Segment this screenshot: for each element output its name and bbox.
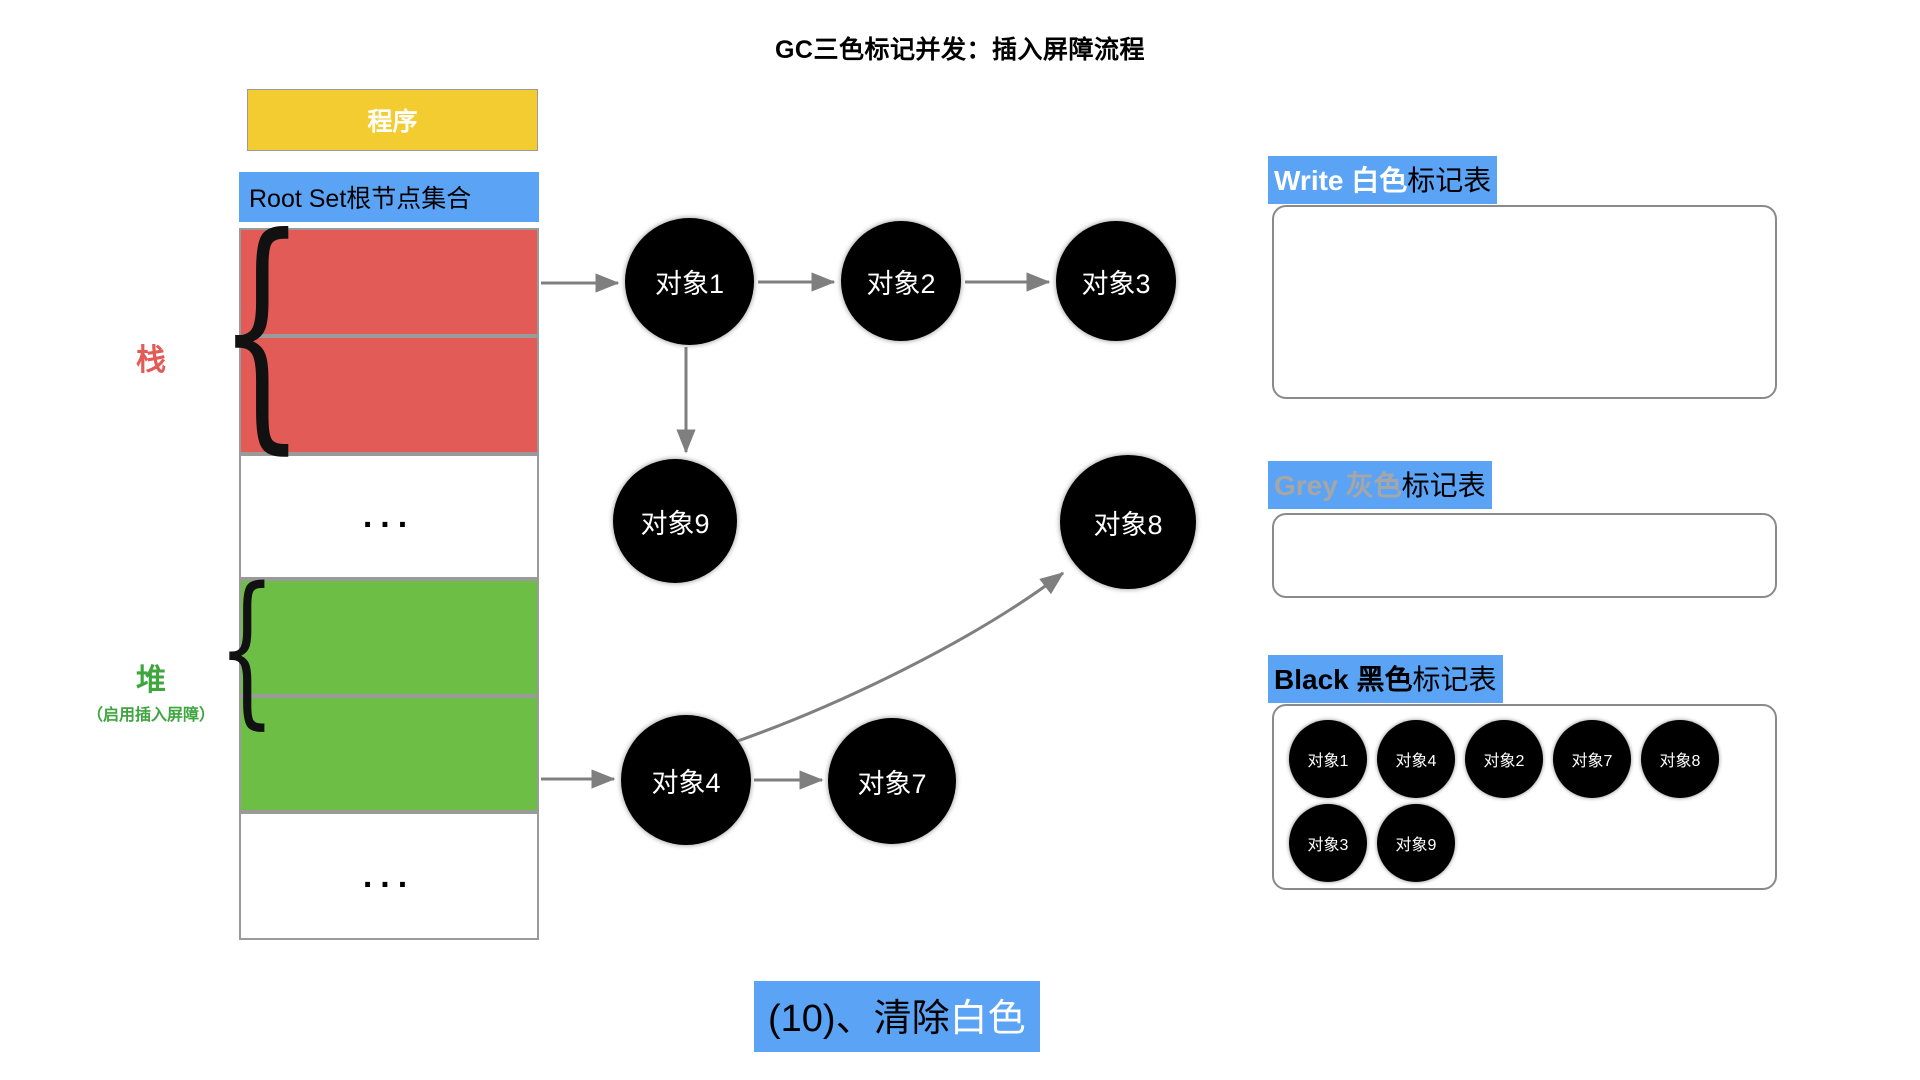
node-obj9[interactable]: 对象9 (613, 459, 737, 583)
node-obj4[interactable]: 对象4 (621, 715, 751, 845)
heap-cell-0 (239, 579, 539, 696)
white-table-box (1272, 205, 1777, 399)
white-table-title-en: Write (1274, 165, 1344, 196)
edge-obj4-to-obj8 (734, 571, 1065, 744)
grey-table-title-suffix: 标记表 (1401, 470, 1486, 501)
white-table-title-color: 白色 (1343, 165, 1408, 196)
page-title: GC三色标记并发：插入屏障流程 (774, 36, 1145, 64)
black-table-title: Black 黑色标记表 (1268, 655, 1503, 703)
heap-label-text: 堆 (136, 664, 166, 697)
black-table-title-color: 黑色 (1348, 664, 1413, 695)
grey-table-title-en: Grey (1274, 470, 1338, 501)
black-table-title-en: Black (1274, 664, 1349, 695)
step-caption-prefix: (10)、清除 (768, 998, 950, 1040)
heap-cell-ellipsis: ... (239, 812, 539, 940)
node-obj7[interactable]: 对象7 (828, 718, 956, 844)
black-table-chip[interactable]: 对象3 (1289, 804, 1367, 882)
heap-sublabel-text: （启用插入屏障） (86, 707, 215, 724)
heap-brace: { (218, 552, 276, 744)
black-table-title-suffix: 标记表 (1412, 664, 1497, 695)
black-table-chip[interactable]: 对象2 (1465, 720, 1543, 798)
step-caption: (10)、清除白色 (754, 981, 1040, 1052)
stack-brace: { (218, 184, 306, 475)
node-obj1[interactable]: 对象1 (625, 218, 754, 345)
grey-table-title: Grey 灰色标记表 (1268, 461, 1492, 509)
grey-table-box (1272, 513, 1777, 598)
node-obj2[interactable]: 对象2 (841, 221, 961, 341)
node-obj8[interactable]: 对象8 (1060, 455, 1196, 589)
black-table-chip[interactable]: 对象7 (1553, 720, 1631, 798)
black-table-chip[interactable]: 对象8 (1641, 720, 1719, 798)
root-set-bar: Root Set根节点集合 (239, 172, 539, 222)
black-table-chip[interactable]: 对象9 (1377, 804, 1455, 882)
program-box: 程序 (247, 89, 538, 151)
stack-label: 栈 (136, 344, 166, 377)
step-caption-highlight: 白色 (949, 998, 1026, 1040)
white-table-title: Write 白色标记表 (1268, 156, 1498, 204)
stack-cell-ellipsis: ... (239, 454, 539, 579)
node-obj3[interactable]: 对象3 (1056, 221, 1176, 341)
heap-cell-1 (239, 696, 539, 812)
black-table-chip[interactable]: 对象1 (1289, 720, 1367, 798)
stack-cell-0 (239, 228, 539, 336)
stack-cell-1 (239, 336, 539, 454)
grey-table-title-color: 灰色 (1337, 470, 1402, 501)
heap-label: 堆 （启用插入屏障） (36, 655, 266, 725)
black-table-chip[interactable]: 对象4 (1377, 720, 1455, 798)
white-table-title-suffix: 标记表 (1407, 165, 1492, 196)
